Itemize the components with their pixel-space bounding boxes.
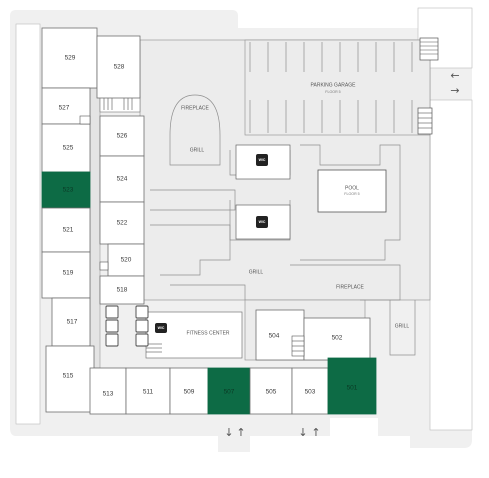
wc-label: W/C xyxy=(259,220,266,224)
pool-floor: FLOOR 5 xyxy=(344,192,359,196)
pool: POOL FLOOR 5 xyxy=(317,169,387,213)
elevator-icon xyxy=(105,333,119,347)
wc-icon xyxy=(256,216,268,228)
elevator-bank xyxy=(105,305,149,347)
unit-label: 509 xyxy=(184,389,195,396)
unit-525[interactable]: 525 xyxy=(41,123,91,173)
unit-518[interactable]: 518 xyxy=(99,275,145,305)
elevator-icon xyxy=(105,305,119,319)
parking-garage-label: PARKING GARAGE xyxy=(311,82,357,88)
wc-label: W/C xyxy=(158,326,165,330)
unit-513[interactable]: 513 xyxy=(89,367,127,415)
unit-label: 518 xyxy=(117,287,128,294)
unit-label: 507 xyxy=(224,389,235,396)
elevator-icon xyxy=(105,319,119,333)
garage-left-arrow: ← xyxy=(450,69,459,82)
unit-501[interactable]: 501 xyxy=(327,357,377,415)
unit-label: 520 xyxy=(121,257,132,264)
unit-524[interactable]: 524 xyxy=(99,155,145,203)
unit-label: 519 xyxy=(63,270,74,277)
unit-521[interactable]: 521 xyxy=(41,207,91,253)
unit-511[interactable]: 511 xyxy=(125,367,171,415)
unit-label: 501 xyxy=(347,385,358,392)
unit-label: 505 xyxy=(266,389,277,396)
unit-label: 521 xyxy=(63,227,74,234)
corridor-left xyxy=(89,87,101,369)
unit-label: 517 xyxy=(67,319,78,326)
unit-label: 504 xyxy=(269,333,280,340)
fitness-center: FITNESS CENTER W/C xyxy=(145,311,243,359)
unit-509[interactable]: 509 xyxy=(169,367,209,415)
unit-503[interactable]: 503 xyxy=(291,367,329,415)
grill-top-label: GRILL xyxy=(190,147,205,153)
unit-label: 511 xyxy=(143,389,154,396)
units-layer: 529 528 527 526 525 524 523 522 xyxy=(41,27,377,415)
entry-right-down-arrow: ↓ xyxy=(298,426,307,439)
stairwell-right xyxy=(417,107,433,135)
pool-label: POOL xyxy=(345,185,359,191)
elevator-icon xyxy=(135,319,149,333)
unit-520[interactable]: 520 xyxy=(107,243,145,277)
elevator-icon xyxy=(135,333,149,347)
unit-526[interactable]: 526 xyxy=(99,115,145,157)
unit-528[interactable]: 528 xyxy=(96,35,141,99)
fitness-center-label: FITNESS CENTER xyxy=(186,330,229,336)
entry-right-up-arrow: ↑ xyxy=(311,426,320,439)
unit-label: 524 xyxy=(117,176,128,183)
grill-right-label: GRILL xyxy=(395,323,410,329)
unit-529[interactable]: 529 xyxy=(41,27,98,89)
stairwell-top-right xyxy=(419,37,439,61)
utility-block xyxy=(79,115,91,125)
parking-garage-floor: FLOOR 5 xyxy=(325,90,340,94)
wc-icon xyxy=(256,154,268,166)
unit-label: 527 xyxy=(59,105,70,112)
unit-label: 529 xyxy=(65,55,76,62)
unit-502[interactable]: 502 xyxy=(303,317,371,361)
wc-building-2: W/C xyxy=(235,204,291,240)
unit-519[interactable]: 519 xyxy=(41,251,91,299)
unit-505[interactable]: 505 xyxy=(249,367,293,415)
elevator-icon xyxy=(135,305,149,319)
wc-icon xyxy=(155,323,167,333)
fireplace-right-label: FIREPLACE xyxy=(336,284,364,290)
elevator-lobby-stairs xyxy=(103,98,133,110)
fitness-stairs xyxy=(146,343,162,353)
unit-label: 526 xyxy=(117,133,128,140)
parking-garage: PARKING GARAGE FLOOR 5 xyxy=(244,39,431,136)
unit-523[interactable]: 523 xyxy=(41,171,91,209)
entry-left-down-arrow: ↓ xyxy=(224,426,233,439)
stairwell-504 xyxy=(291,335,305,357)
unit-label: 528 xyxy=(114,64,125,71)
wc-building-1: W/C xyxy=(235,144,291,180)
grill-center-label: GRILL xyxy=(249,269,264,275)
fireplace-top-label: FIREPLACE xyxy=(181,105,209,111)
unit-label: 525 xyxy=(63,145,74,152)
wc-label: W/C xyxy=(259,158,266,162)
unit-label: 522 xyxy=(117,220,128,227)
unit-label: 513 xyxy=(103,391,114,398)
garage-right-arrow: → xyxy=(450,84,459,97)
unit-517[interactable]: 517 xyxy=(51,297,91,347)
unit-label: 515 xyxy=(63,373,74,380)
unit-515[interactable]: 515 xyxy=(45,345,95,413)
unit-522[interactable]: 522 xyxy=(99,201,145,245)
elevator-lobby xyxy=(99,95,141,113)
unit-label: 503 xyxy=(305,389,316,396)
parking-stalls-bottom xyxy=(249,100,413,133)
utility-block xyxy=(99,261,109,271)
unit-label: 502 xyxy=(332,335,343,342)
unit-label: 523 xyxy=(63,187,74,194)
entry-left-up-arrow: ↑ xyxy=(236,426,245,439)
parking-stalls-top xyxy=(249,42,413,72)
unit-507[interactable]: 507 xyxy=(207,367,251,415)
